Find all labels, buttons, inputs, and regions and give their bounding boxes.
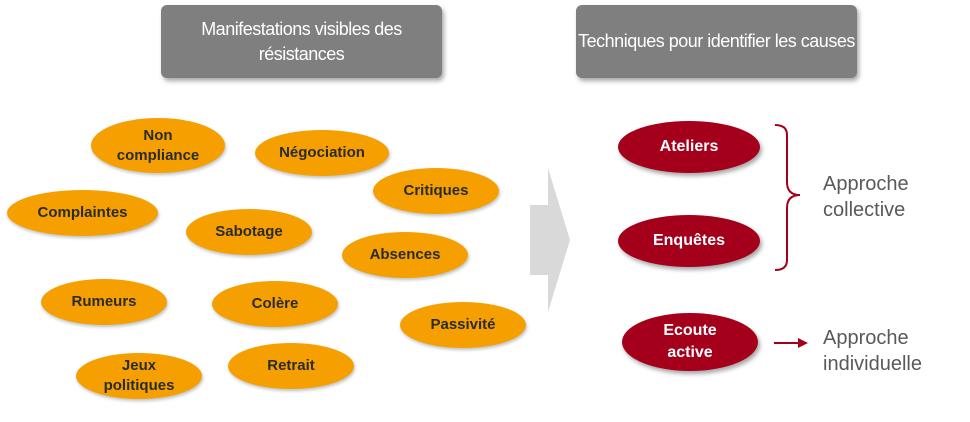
oval-ateliers: Ateliers [618, 121, 760, 173]
collective-bracket [774, 124, 801, 271]
oval-retrait: Retrait [228, 343, 354, 389]
header-techniques-text: Techniques pour identifier les causes [578, 31, 855, 51]
oval-complaintes: Complaintes [7, 190, 158, 236]
big-chevron-arrow [530, 168, 570, 312]
oval-colere: Colère [212, 281, 338, 327]
oval-rumeurs: Rumeurs [41, 279, 167, 325]
oval-absences: Absences [342, 232, 468, 278]
oval-jeux-politiques: Jeux politiques [76, 353, 202, 399]
header-manifestations-text: Manifestations visibles des résistances [201, 18, 402, 64]
header-techniques: Techniques pour identifier les causes [576, 5, 857, 78]
oval-passivite: Passivité [400, 302, 526, 348]
header-manifestations: Manifestations visibles des résistances [161, 5, 442, 78]
oval-critiques: Critiques [373, 168, 499, 214]
individual-arrow [774, 338, 808, 348]
oval-sabotage: Sabotage [186, 209, 312, 255]
label-approche-individuelle: Approche individuelle [823, 327, 922, 375]
oval-ecoute-active: Ecoute active [622, 313, 758, 371]
label-approche-collective: Approche collective [823, 173, 909, 221]
oval-enquetes: Enquêtes [618, 215, 760, 267]
oval-non-compliance: Non compliance [91, 118, 225, 173]
oval-negociation: Négociation [255, 130, 389, 176]
